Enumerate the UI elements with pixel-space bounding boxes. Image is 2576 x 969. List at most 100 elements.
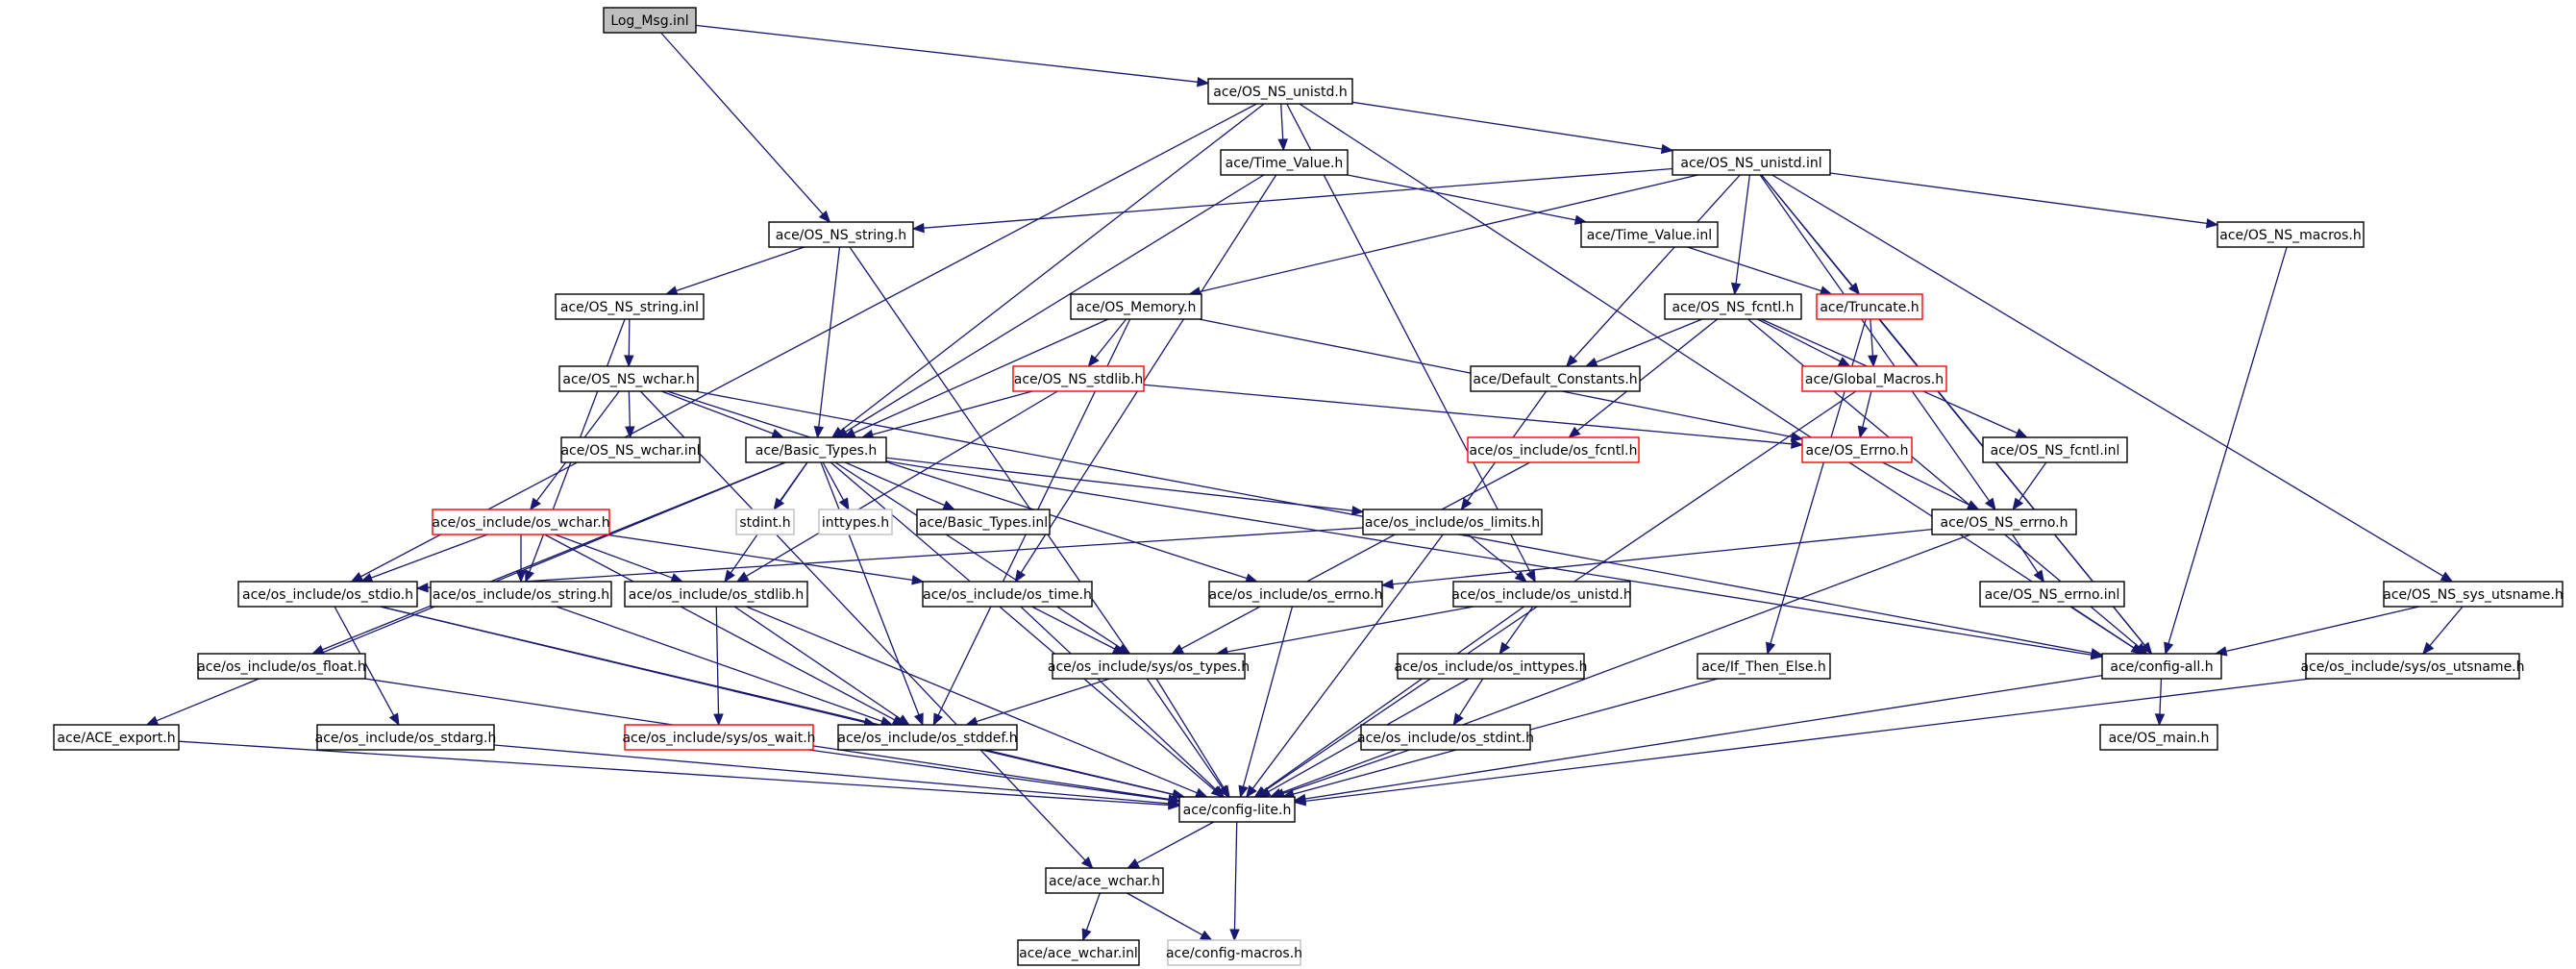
graph-node[interactable]: ace/os_include/os_errno.h [1208,581,1383,608]
graph-node[interactable]: Log_Msg.inl [603,7,697,34]
node-box[interactable] [555,293,705,320]
node-box[interactable] [1801,436,1913,463]
node-box[interactable] [1045,867,1164,894]
graph-node[interactable]: ace/OS_NS_sys_utsname.h [2383,581,2564,608]
node-box[interactable] [1362,509,1543,535]
graph-node[interactable]: ace/os_include/sys/os_types.h [1048,653,1250,680]
graph-node[interactable]: ace/If_Then_Else.h [1697,653,1831,680]
node-box[interactable] [1931,509,2077,535]
graph-node[interactable]: ace/ace_wchar.inl [1017,939,1140,966]
graph-node[interactable]: ace/OS_NS_stdlib.h [1012,365,1145,392]
graph-node[interactable]: ace/Global_Macros.h [1801,365,1947,392]
node-box[interactable] [1452,581,1631,608]
node-box[interactable] [2305,653,2520,680]
graph-node[interactable]: inttypes.h [818,509,893,535]
node-box[interactable] [1697,653,1831,680]
node-box[interactable] [1816,293,1923,320]
node-box[interactable] [1012,365,1145,392]
node-box[interactable] [237,581,418,608]
graph-node[interactable]: ace/os_include/os_stddef.h [837,724,1018,751]
graph-node[interactable]: ace/os_include/os_stdio.h [237,581,418,608]
graph-node[interactable]: ace/os_include/os_inttypes.h [1395,653,1588,680]
node-box[interactable] [430,581,612,608]
graph-node[interactable]: ace/OS_NS_wchar.h [558,365,699,392]
node-box[interactable] [916,509,1051,535]
node-box[interactable] [1178,796,1296,823]
graph-node[interactable]: ace/config-macros.h [1166,939,1302,966]
graph-node[interactable]: ace/config-lite.h [1178,796,1296,823]
graph-node[interactable]: ace/os_include/os_limits.h [1362,509,1543,535]
node-box[interactable] [53,724,180,751]
graph-node[interactable]: ace/OS_NS_macros.h [2217,221,2365,248]
graph-node[interactable]: ace/os_include/os_float.h [197,653,366,680]
graph-node[interactable]: ace/OS_main.h [2099,724,2218,751]
graph-node[interactable]: ace/Default_Constants.h [1470,365,1641,392]
node-box[interactable] [197,653,366,680]
graph-node[interactable]: ace/OS_NS_string.inl [555,293,705,320]
node-box[interactable] [745,436,887,463]
graph-node[interactable]: ace/Time_Value.inl [1580,221,1719,248]
graph-node[interactable]: ace/os_include/os_wchar.h [432,509,610,535]
graph-node[interactable]: ace/OS_NS_string.h [768,221,914,248]
node-box[interactable] [2101,653,2222,680]
graph-node[interactable]: ace/ACE_export.h [53,724,180,751]
graph-node[interactable]: ace/os_include/os_unistd.h [1451,581,1632,608]
node-box[interactable] [1207,78,1353,105]
node-box[interactable] [560,436,701,463]
node-box[interactable] [1801,365,1947,392]
node-box[interactable] [922,581,1093,608]
node-box[interactable] [768,221,914,248]
node-box[interactable] [1664,293,1802,320]
node-box[interactable] [735,509,795,535]
graph-node[interactable]: ace/os_include/os_fcntl.h [1467,436,1640,463]
graph-node[interactable]: ace/os_include/os_time.h [922,581,1093,608]
graph-node[interactable]: ace/Time_Value.h [1220,149,1349,176]
node-box[interactable] [624,581,808,608]
graph-node[interactable]: ace/ace_wchar.h [1045,867,1164,894]
node-box[interactable] [818,509,893,535]
graph-node[interactable]: stdint.h [735,509,795,535]
node-box[interactable] [1397,653,1585,680]
graph-node[interactable]: ace/os_include/os_stdlib.h [624,581,808,608]
graph-node[interactable]: ace/os_include/os_stdarg.h [315,724,497,751]
node-box[interactable] [316,724,495,751]
node-box[interactable] [1052,653,1246,680]
node-box[interactable] [1672,149,1831,176]
node-box[interactable] [1467,436,1640,463]
node-box[interactable] [1982,436,2128,463]
graph-node[interactable]: ace/Truncate.h [1816,293,1923,320]
node-box[interactable] [1470,365,1641,392]
node-box[interactable] [1208,581,1383,608]
node-box[interactable] [2099,724,2218,751]
graph-node[interactable]: ace/OS_NS_errno.inl [1979,581,2125,608]
node-box[interactable] [1017,939,1140,966]
node-box[interactable] [1220,149,1349,176]
node-box[interactable] [432,509,610,535]
node-box[interactable] [837,724,1018,751]
node-box[interactable] [1580,221,1719,248]
graph-node[interactable]: ace/OS_NS_unistd.inl [1672,149,1831,176]
graph-node[interactable]: ace/os_include/sys/os_utsname.h [2300,653,2525,680]
graph-node[interactable]: ace/OS_NS_errno.h [1931,509,2077,535]
node-box[interactable] [558,365,699,392]
node-box[interactable] [1167,939,1301,966]
node-box[interactable] [603,7,697,34]
node-box[interactable] [624,724,814,751]
graph-node[interactable]: ace/OS_Errno.h [1801,436,1913,463]
graph-node[interactable]: ace/OS_NS_fcntl.inl [1982,436,2128,463]
graph-node[interactable]: ace/OS_Memory.h [1070,293,1202,320]
graph-node[interactable]: ace/os_include/sys/os_wait.h [622,724,816,751]
node-box[interactable] [2217,221,2365,248]
graph-node[interactable]: ace/Basic_Types.inl [916,509,1051,535]
node-box[interactable] [1070,293,1202,320]
graph-node[interactable]: ace/OS_NS_wchar.inl [560,436,701,463]
graph-node[interactable]: ace/OS_NS_unistd.h [1207,78,1353,105]
node-box[interactable] [2383,581,2564,608]
graph-node[interactable]: ace/Basic_Types.h [745,436,887,463]
node-box[interactable] [1979,581,2125,608]
graph-node[interactable]: ace/OS_NS_fcntl.h [1664,293,1802,320]
graph-node[interactable]: ace/config-all.h [2101,653,2222,680]
graph-node[interactable]: ace/os_include/os_stdint.h [1357,724,1534,751]
node-box[interactable] [1360,724,1531,751]
graph-node[interactable]: ace/os_include/os_string.h [430,581,612,608]
